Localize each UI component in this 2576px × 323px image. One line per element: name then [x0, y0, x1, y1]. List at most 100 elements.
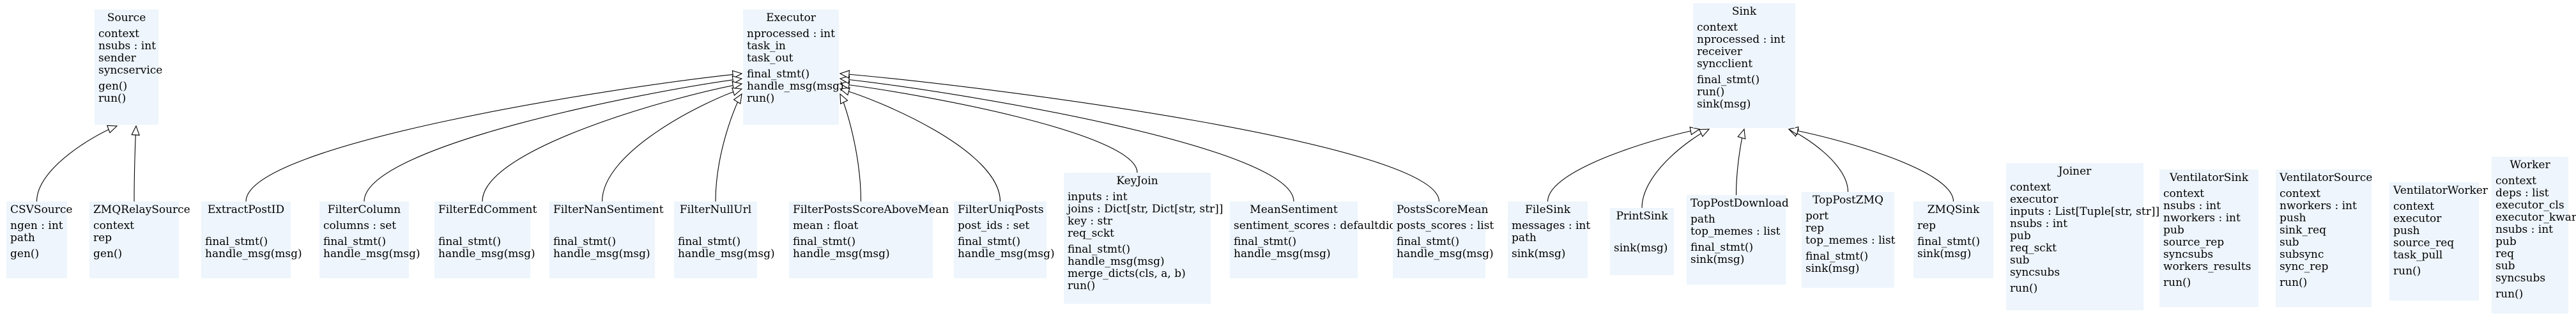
attribute: rep — [1805, 222, 1825, 235]
attribute: syncsubs — [2496, 272, 2546, 285]
attribute: sink_req — [2280, 224, 2326, 237]
attribute: path — [10, 232, 35, 244]
attribute: messages : int — [1512, 219, 1591, 232]
method: sink(msg) — [1690, 253, 1745, 266]
method: handle_msg(msg) — [323, 248, 420, 260]
inheritance-edge-posts-score-mean — [839, 73, 1440, 202]
attribute-list — [678, 220, 753, 232]
inheritance-arrowhead — [1788, 126, 1799, 136]
method: final_stmt() — [1805, 250, 1869, 263]
method-list: sink(msg) — [1512, 248, 1584, 260]
method: final_stmt() — [205, 235, 268, 248]
attribute-list: rep — [1917, 220, 1989, 232]
method: handle_msg(msg) — [747, 80, 844, 93]
inheritance-edge-top-post-download — [1735, 129, 1745, 196]
attribute-list: mean : float — [793, 220, 929, 232]
class-name: ZMQSink — [1927, 203, 1980, 216]
method: handle_msg(msg) — [1068, 255, 1165, 268]
attribute: req_sckt — [2010, 242, 2057, 255]
attribute: subsync — [2280, 248, 2324, 261]
inheritance-arrowhead — [732, 75, 743, 84]
attribute: deps : list — [2496, 187, 2549, 200]
method: sink(msg) — [1697, 98, 1751, 111]
inheritance-arrowhead — [732, 81, 743, 90]
method: handle_msg(msg) — [553, 248, 650, 260]
attribute: inputs : List[Tuple[str, str]] — [2010, 205, 2160, 218]
method: handle_msg(msg) — [1397, 248, 1494, 260]
class-name: PostsScoreMean — [1397, 203, 1489, 216]
inheritance-arrowhead — [839, 70, 850, 79]
method: handle_msg(msg) — [438, 248, 535, 260]
method-list: final_stmt()handle_msg(msg) — [205, 235, 302, 260]
inheritance-edge-key-join — [839, 83, 1138, 173]
attribute: push — [2280, 212, 2306, 225]
attribute: top_memes : list — [1690, 225, 1781, 238]
method-list: gen()run() — [98, 81, 155, 105]
inheritance-arrowhead — [1689, 127, 1701, 136]
method: gen() — [98, 80, 128, 93]
inheritance-edge-csv-source — [36, 125, 118, 202]
class-name: Worker — [2510, 159, 2550, 171]
attribute: nworkers : int — [2280, 200, 2357, 212]
inheritance-edge-extract-post-id — [245, 73, 742, 202]
attribute: pub — [2010, 230, 2031, 242]
class-name: VentilatorSink — [2169, 171, 2249, 184]
method: handle_msg(msg) — [678, 248, 775, 260]
class-name: FilterNanSentiment — [553, 203, 664, 216]
attribute: executor_kwargs : dict — [2496, 211, 2576, 224]
inheritance-edge-filter-ed-comment — [482, 83, 742, 202]
attribute: inputs : int — [1068, 191, 1128, 203]
method: final_stmt() — [1397, 235, 1460, 248]
attribute: path — [1512, 232, 1537, 244]
attribute-list — [438, 220, 526, 232]
inheritance-edge-zmq-relay-source — [134, 125, 137, 202]
attribute: sub — [2280, 236, 2299, 249]
attribute: context — [1697, 21, 1738, 34]
attribute: task_in — [747, 40, 786, 52]
inheritance-arrowhead — [839, 75, 850, 84]
method-list: run() — [2393, 265, 2475, 278]
attribute: nsubs : int — [2496, 223, 2553, 236]
inheritance-arrowhead — [732, 87, 743, 96]
attribute-list: sentiment_scores : defaultdict — [1234, 220, 1400, 232]
method-list: gen() — [10, 248, 63, 260]
attribute: port — [1805, 210, 1829, 223]
attribute: columns : set — [323, 219, 397, 232]
method-list: final_stmt()handle_msg(msg) — [1234, 236, 1354, 260]
attribute: executor — [2010, 193, 2058, 206]
method: handle_msg(msg) — [1234, 248, 1331, 260]
inheritance-arrowhead — [131, 125, 140, 136]
method: sink(msg) — [1805, 262, 1860, 275]
method-list: run() — [2010, 283, 2140, 295]
attribute: post_ids : set — [958, 219, 1030, 232]
attribute: req — [2496, 248, 2515, 260]
attribute: context — [2280, 187, 2321, 200]
method: handle_msg(msg) — [958, 248, 1055, 260]
attribute: nprocessed : int — [1697, 33, 1785, 46]
attribute: syncservice — [98, 64, 163, 77]
method: final_stmt() — [793, 235, 856, 248]
attribute: pub — [2163, 224, 2184, 237]
method-list: final_stmt()handle_msg(msg) — [678, 236, 775, 260]
inheritance-edge-filter-nan-sentiment — [601, 88, 742, 202]
inheritance-edge-file-sink — [1547, 129, 1700, 202]
